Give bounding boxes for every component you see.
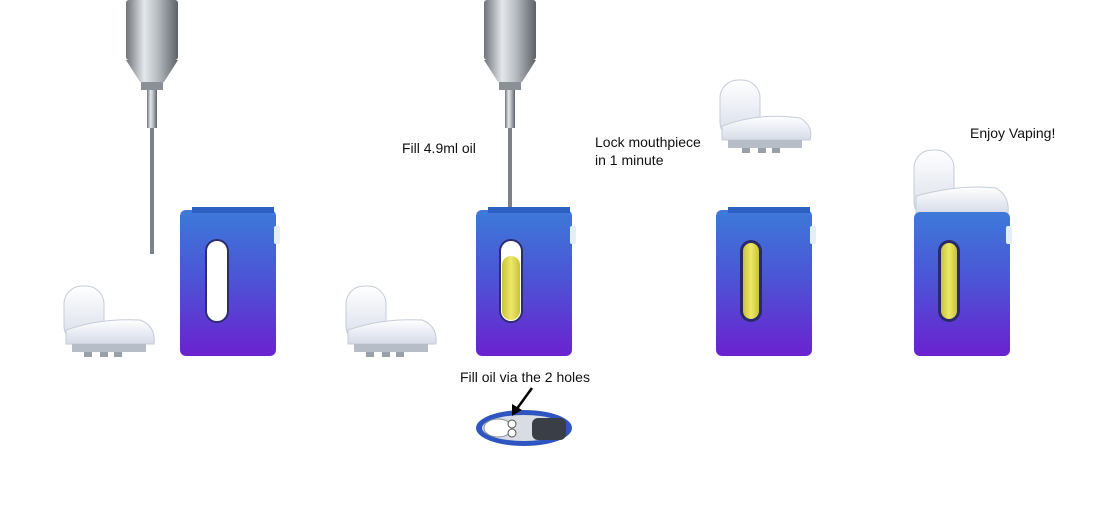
step-2-device-body	[476, 207, 576, 356]
step-1-syringe	[126, 0, 178, 254]
step-4-assembled-device	[913, 149, 1012, 356]
step-3-caption-line1: Lock mouthpiece	[595, 134, 701, 150]
fill-hole-icon	[507, 419, 517, 429]
step-3-caption-line2: in 1 minute	[595, 152, 664, 168]
step-3-device-body	[716, 207, 816, 356]
step-1-empty-window	[205, 239, 229, 323]
step-1-mouthpiece	[63, 285, 155, 357]
pointer-arrow	[512, 387, 534, 416]
step-4-oil-window	[941, 243, 957, 319]
step-3-oil-window	[743, 243, 759, 319]
fill-holes-caption: Fill oil via the 2 holes	[460, 369, 590, 385]
step-3-mouthpiece	[719, 79, 812, 153]
step-4-caption: Enjoy Vaping!	[970, 125, 1056, 141]
step-2-caption: Fill 4.9ml oil	[402, 140, 476, 156]
step-2-oil-window	[502, 256, 520, 320]
step-1-device-body	[180, 207, 280, 356]
step-3-caption: Lock mouthpiece in 1 minute	[595, 133, 701, 169]
fill-hole-icon	[507, 428, 517, 438]
step-2-mouthpiece	[345, 285, 437, 357]
fill-holes-detail	[476, 410, 572, 446]
